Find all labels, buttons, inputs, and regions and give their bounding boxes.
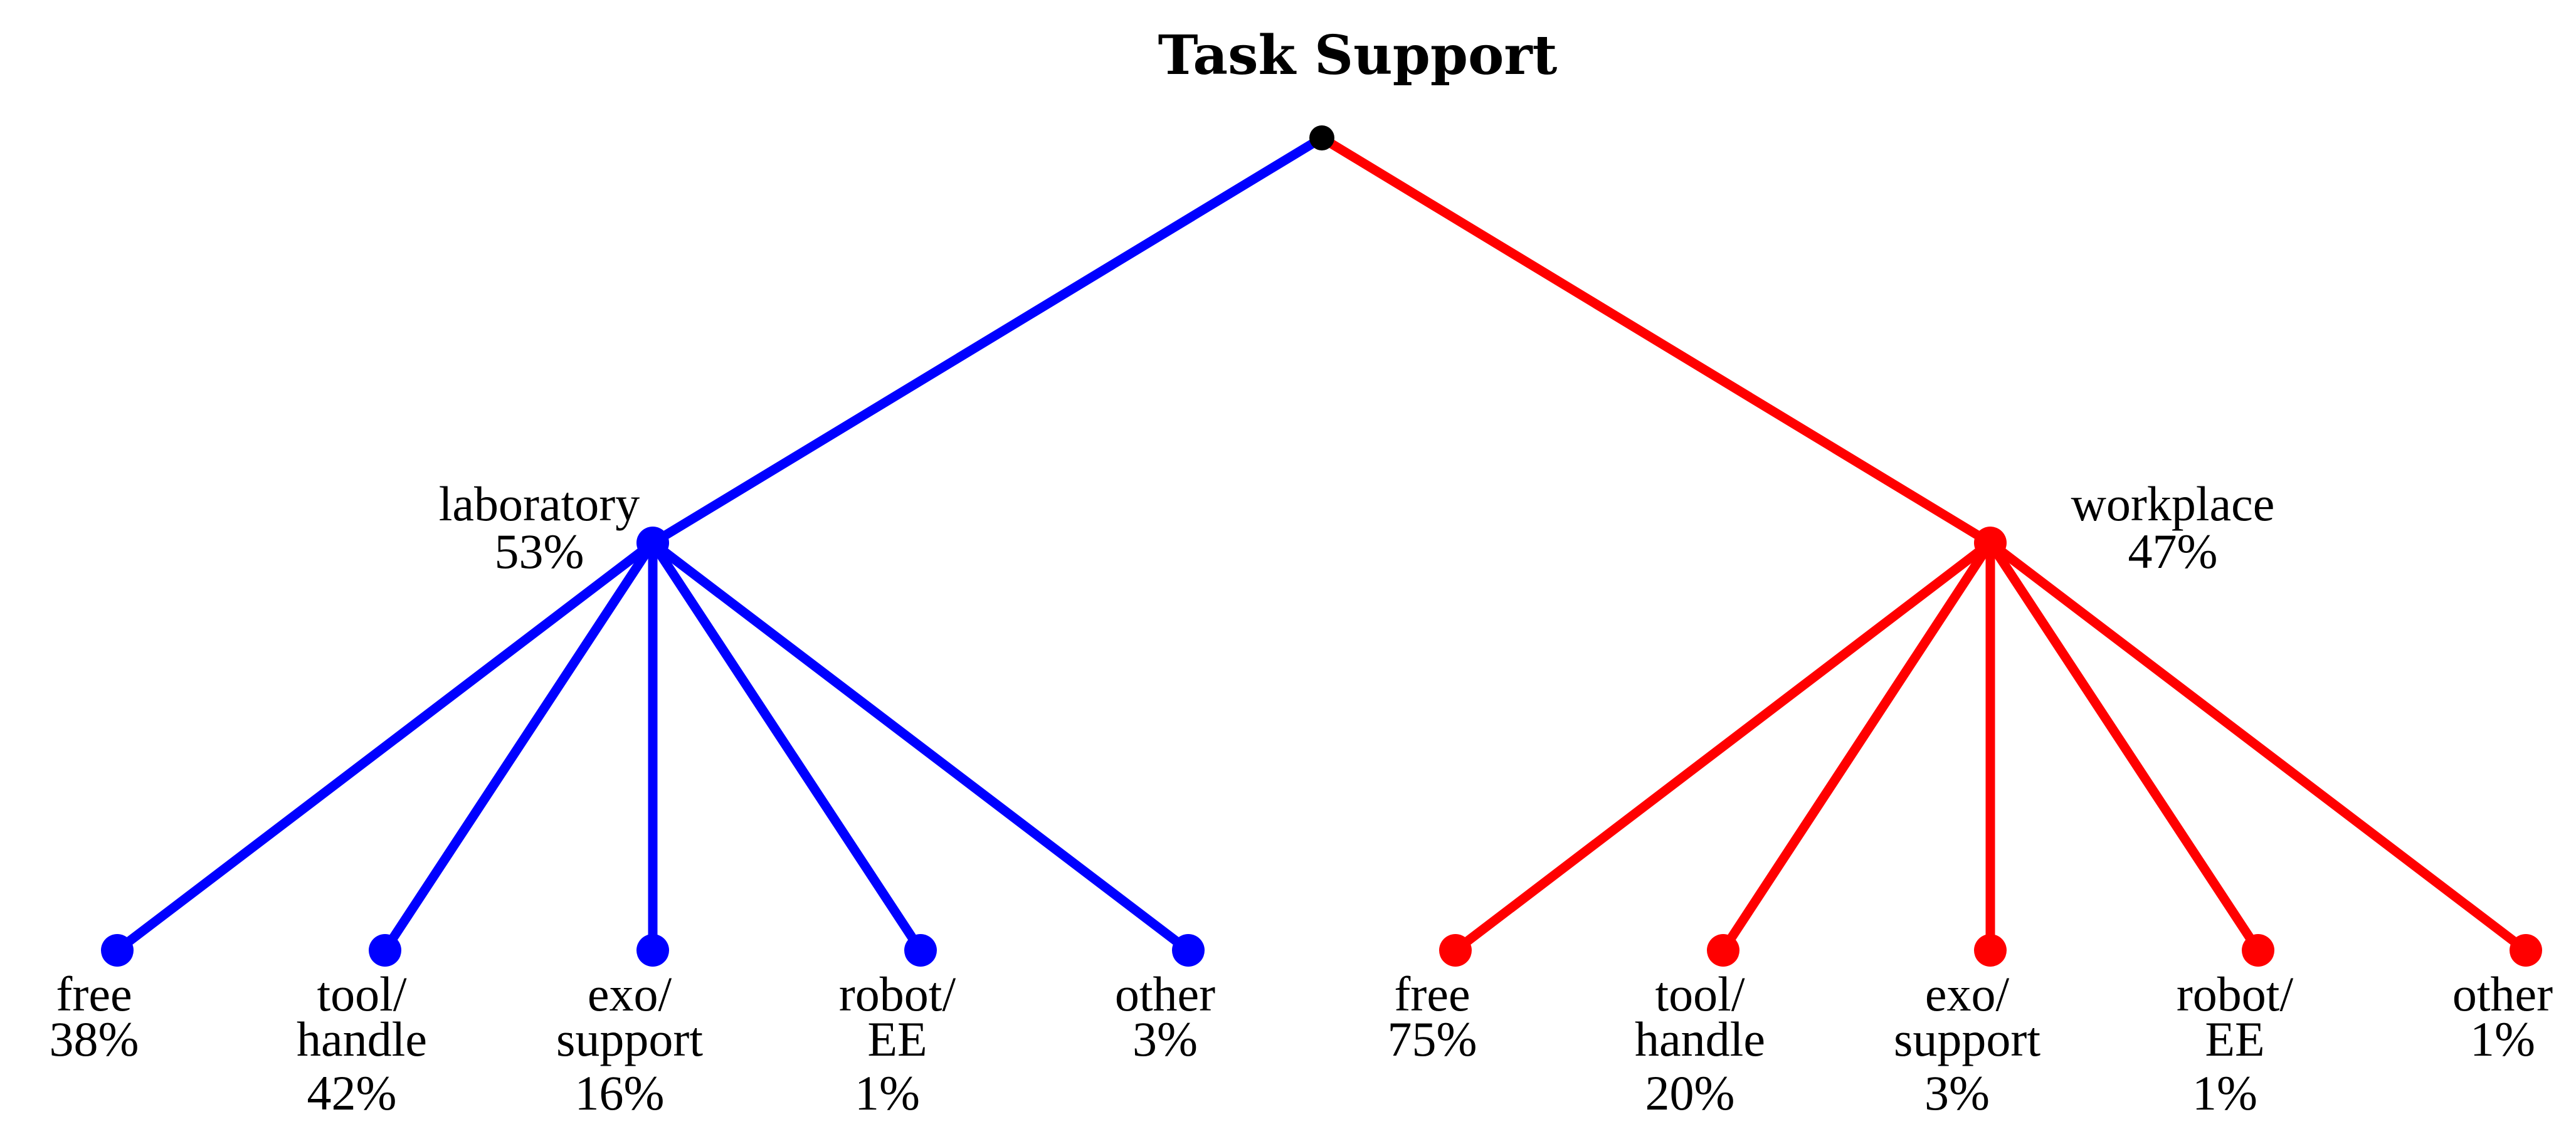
leaf-label-laboratory-4: other (1115, 967, 1215, 1021)
leaf-node-laboratory-2 (636, 934, 669, 967)
leaf-percent-laboratory-3: 1% (855, 1066, 920, 1120)
branch-node-laboratory (636, 527, 669, 559)
diagram-title: Task Support (1158, 24, 1558, 87)
leaf-node-laboratory-3 (904, 934, 937, 967)
leaf-percent-workplace-3: 1% (2192, 1066, 2257, 1120)
leaf-percent-workplace-2: 3% (1924, 1066, 1990, 1120)
leaf-label-workplace-0: free (1394, 967, 1470, 1021)
leaf-label-laboratory-1: tool/ (317, 967, 406, 1021)
leaf-percent-laboratory-0: 38% (50, 1012, 139, 1066)
edge-laboratory-leaf-4 (648, 538, 1193, 955)
root-node (1309, 125, 1334, 150)
leaf-node-laboratory-4 (1172, 934, 1205, 967)
edge-root-workplace (1317, 133, 1995, 548)
branch-label-workplace: workplace (2071, 476, 2275, 531)
leaf-label-workplace-2: support (1894, 1012, 2040, 1066)
branch-node-workplace (1974, 527, 2007, 559)
leaf-label-laboratory-3: EE (867, 1012, 927, 1066)
leaf-node-workplace-1 (1707, 934, 1739, 967)
leaf-label-laboratory-2: support (556, 1012, 703, 1066)
leaf-label-laboratory-1: handle (297, 1012, 427, 1066)
edge-laboratory-leaf-0 (112, 538, 658, 955)
branch-percent-laboratory: 53% (495, 524, 584, 579)
edge-workplace-leaf-0 (1450, 538, 1995, 955)
leaf-node-workplace-3 (2242, 934, 2274, 967)
leaf-node-workplace-4 (2510, 934, 2542, 967)
leaf-percent-workplace-0: 75% (1388, 1012, 1477, 1066)
edge-root-laboratory (648, 133, 1327, 548)
edge-workplace-leaf-1 (1718, 538, 1995, 955)
leaf-label-laboratory-2: exo/ (588, 967, 672, 1021)
leaf-percent-laboratory-2: 16% (575, 1066, 665, 1120)
leaf-label-workplace-3: EE (2205, 1012, 2264, 1066)
tree-nodes (101, 125, 2542, 967)
edge-workplace-leaf-4 (1985, 538, 2531, 955)
edge-workplace-leaf-3 (1985, 538, 2263, 955)
branch-percent-workplace: 47% (2128, 524, 2218, 579)
leaf-node-laboratory-1 (369, 934, 401, 967)
branch-label-laboratory: laboratory (439, 476, 640, 531)
tree-labels: laboratory53%free38%tool/handle42%exo/su… (50, 476, 2553, 1120)
leaf-percent-workplace-4: 1% (2470, 1012, 2535, 1066)
leaf-percent-laboratory-1: 42% (307, 1066, 397, 1120)
leaf-label-workplace-1: handle (1635, 1012, 1765, 1066)
leaf-node-laboratory-0 (101, 934, 134, 967)
leaf-label-workplace-4: other (2452, 967, 2553, 1021)
leaf-node-workplace-2 (1974, 934, 2007, 967)
leaf-label-workplace-1: tool/ (1655, 967, 1745, 1021)
leaf-label-laboratory-3: robot/ (839, 967, 956, 1021)
leaf-node-workplace-0 (1439, 934, 1472, 967)
edge-laboratory-leaf-1 (380, 538, 658, 955)
leaf-label-workplace-2: exo/ (1925, 967, 2010, 1021)
leaf-percent-workplace-1: 20% (1645, 1066, 1735, 1120)
edge-laboratory-leaf-3 (648, 538, 926, 955)
tree-edges (112, 133, 2531, 955)
leaf-label-laboratory-0: free (56, 967, 132, 1021)
leaf-percent-laboratory-4: 3% (1132, 1012, 1198, 1066)
leaf-label-workplace-3: robot/ (2177, 967, 2294, 1021)
